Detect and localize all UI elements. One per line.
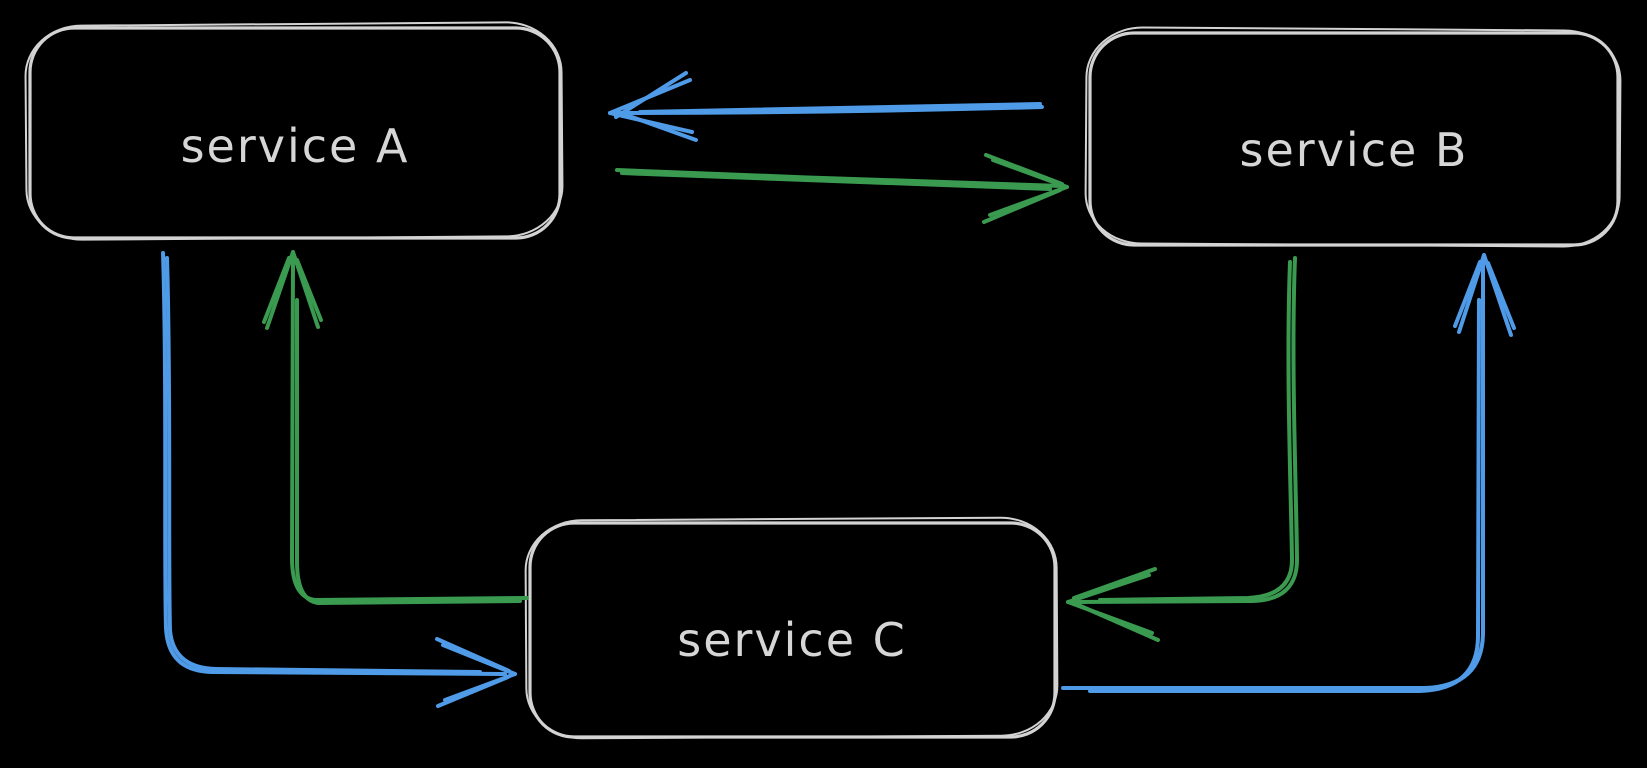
arrowhead-wing-sketch — [982, 188, 1062, 224]
node-label-service-c: service C — [677, 613, 907, 667]
arrowhead-wing-sketch — [1453, 260, 1482, 328]
arrowhead-right-icon — [435, 637, 517, 708]
arrowhead-up-icon — [262, 250, 323, 330]
edge-line — [161, 251, 507, 676]
arrowhead-wing-sketch — [614, 71, 688, 119]
edge-line-sketch — [638, 102, 1042, 114]
node-service-b: service B — [1084, 26, 1622, 248]
arrowhead-wing-sketch — [436, 675, 510, 708]
node-service-c: service C — [524, 516, 1059, 740]
edge-line-sketch — [620, 171, 1052, 191]
edge-line — [290, 256, 529, 602]
edge-line-sketch — [1098, 260, 1294, 602]
arrowhead-up-icon — [1453, 253, 1516, 337]
edge-service-a-to-service-c — [161, 251, 517, 708]
arrowhead-wing-sketch — [435, 637, 511, 673]
arrowhead-wing — [265, 250, 295, 330]
arrowhead-left-icon — [608, 71, 698, 142]
node-box-service-c-sketch-stroke — [524, 516, 1059, 740]
edge-line-sketch — [165, 256, 482, 674]
arrowhead-wing-sketch — [984, 153, 1064, 186]
arrowhead-wing-sketch — [1072, 567, 1157, 600]
arrowhead-wing-sketch — [1486, 261, 1516, 330]
node-service-a: service A — [24, 21, 564, 241]
arrowhead-wing-sketch — [616, 110, 698, 142]
edge-line-sketch — [295, 298, 522, 605]
edge-service-c-to-service-a — [262, 250, 529, 605]
arrowhead-wing — [1066, 573, 1151, 604]
arrowhead-wing-sketch — [295, 258, 323, 322]
arrowhead-wing-sketch — [262, 256, 291, 324]
edge-line — [615, 168, 1064, 188]
node-label-service-a: service A — [181, 119, 410, 173]
node-box-service-a-sketch-stroke — [24, 21, 564, 241]
edge-service-b-to-service-c — [1066, 256, 1300, 642]
edge-line — [1073, 256, 1300, 604]
edge-service-a-to-service-b — [615, 153, 1069, 224]
node-label-service-b: service B — [1240, 123, 1469, 177]
arrowhead-left-icon — [1066, 567, 1160, 642]
arrowhead-right-icon — [982, 153, 1069, 224]
edge-service-b-to-service-a — [608, 71, 1044, 142]
arrowhead-wing-sketch — [1074, 602, 1160, 642]
node-box-service-b-sketch-stroke — [1084, 26, 1622, 248]
edge-service-c-to-service-b — [1061, 253, 1516, 693]
edge-line-sketch — [1088, 298, 1481, 693]
